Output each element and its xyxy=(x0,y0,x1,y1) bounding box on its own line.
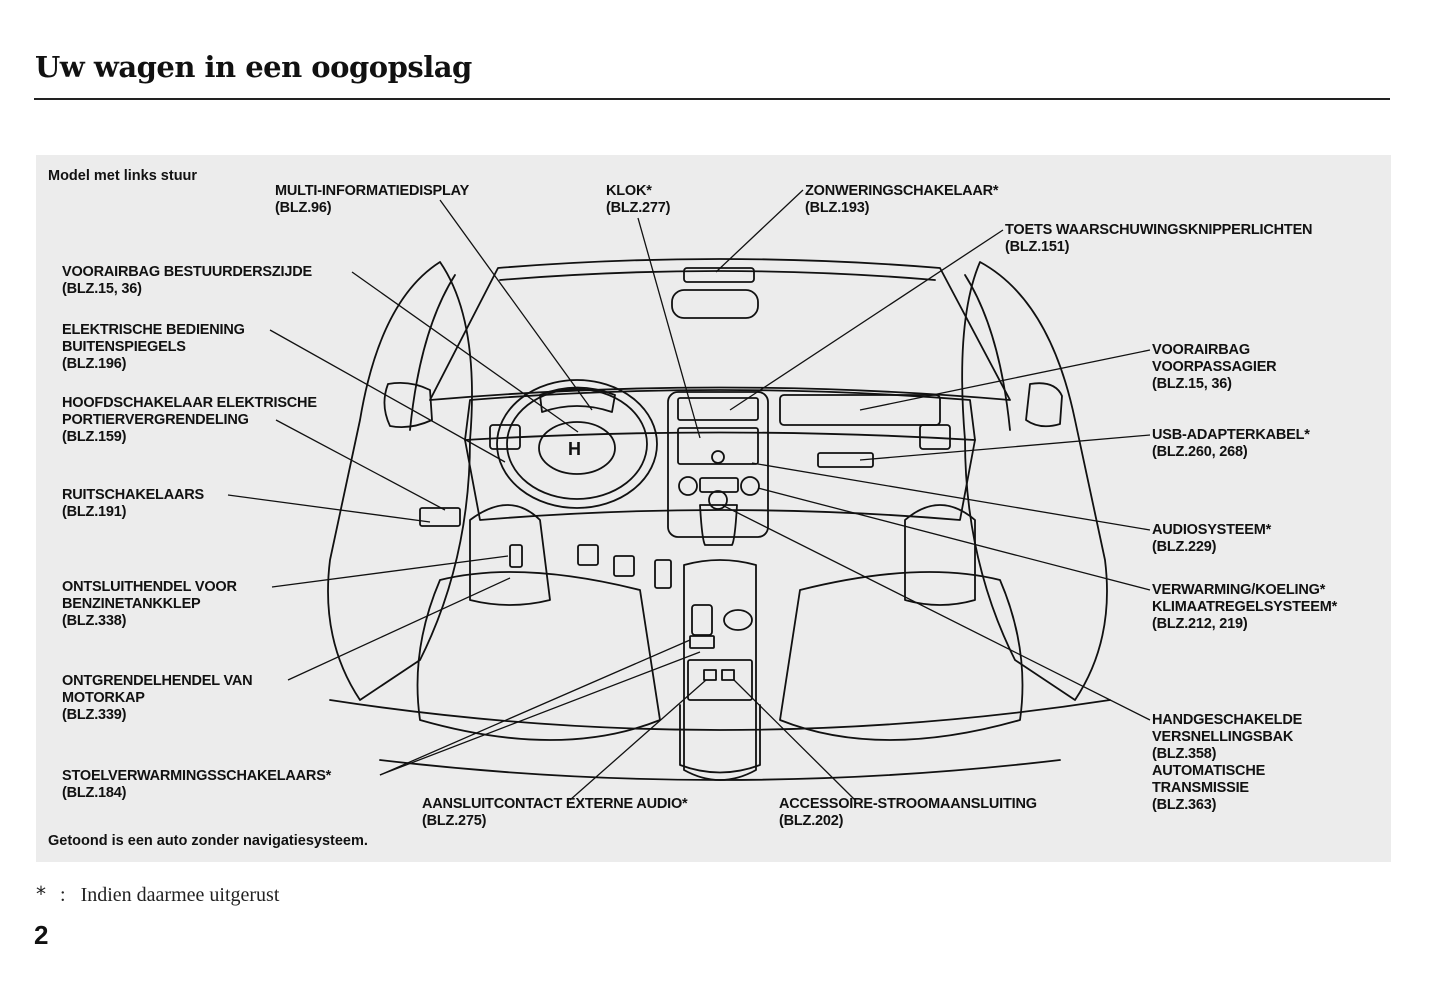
callout-buitenspiegels: ELEKTRISCHE BEDIENING BUITENSPIEGELS (BL… xyxy=(62,322,245,372)
callout-motorkap: ONTGRENDELHENDEL VAN MOTORKAP (BLZ.339) xyxy=(62,673,253,723)
title-divider xyxy=(34,98,1390,100)
callout-klimaat: VERWARMING/KOELING* KLIMAATREGELSYSTEEM*… xyxy=(1152,582,1338,632)
callout-multi-info: MULTI-INFORMATIEDISPLAY (BLZ.96) xyxy=(275,183,470,216)
footnote: *: Indien daarmee uitgerust xyxy=(36,882,279,907)
page-number: 2 xyxy=(34,920,49,950)
callout-externe-audio: AANSLUITCONTACT EXTERNE AUDIO* (BLZ.275) xyxy=(422,796,688,829)
page-title: Uw wagen in een oogopslag xyxy=(35,50,472,84)
callout-accessoire: ACCESSOIRE-STROOMAANSLUITING (BLZ.202) xyxy=(779,796,1037,829)
callout-audio: AUDIOSYSTEEM* (BLZ.229) xyxy=(1152,522,1272,555)
callout-klok: KLOK* (BLZ.277) xyxy=(606,183,671,216)
callout-ruitschakelaars: RUITSCHAKELAARS (BLZ.191) xyxy=(62,487,205,520)
shown-note: Getoond is een auto zonder navigatiesyst… xyxy=(48,833,368,849)
callout-benzinetankklep: ONTSLUITHENDEL VOOR BENZINETANKKLEP (BLZ… xyxy=(62,579,237,629)
callout-waarschuwing: TOETS WAARSCHUWINGSKNIPPERLICHTEN (BLZ.1… xyxy=(1005,222,1313,255)
callout-usb: USB-ADAPTERKABEL* (BLZ.260, 268) xyxy=(1152,427,1310,460)
callout-zonwering: ZONWERINGSCHAKELAAR* (BLZ.193) xyxy=(805,183,999,216)
callout-stoelverwarming: STOELVERWARMINGSSCHAKELAARS* (BLZ.184) xyxy=(62,768,332,801)
callout-portiervergrendeling: HOOFDSCHAKELAAR ELEKTRISCHE PORTIERVERGR… xyxy=(62,395,317,445)
footnote-separator: : xyxy=(60,884,66,906)
asterisk-symbol: * xyxy=(36,882,46,906)
callout-versnellingsbak: HANDGESCHAKELDE VERSNELLINGSBAK (BLZ.358… xyxy=(1152,712,1303,813)
model-note: Model met links stuur xyxy=(48,168,198,184)
callout-airbag-passagier: VOORAIRBAG VOORPASSAGIER (BLZ.15, 36) xyxy=(1152,342,1277,392)
footnote-text: Indien daarmee uitgerust xyxy=(80,884,280,906)
callout-airbag-bestuurder: VOORAIRBAG BESTUURDERSZIJDE (BLZ.15, 36) xyxy=(62,264,312,297)
